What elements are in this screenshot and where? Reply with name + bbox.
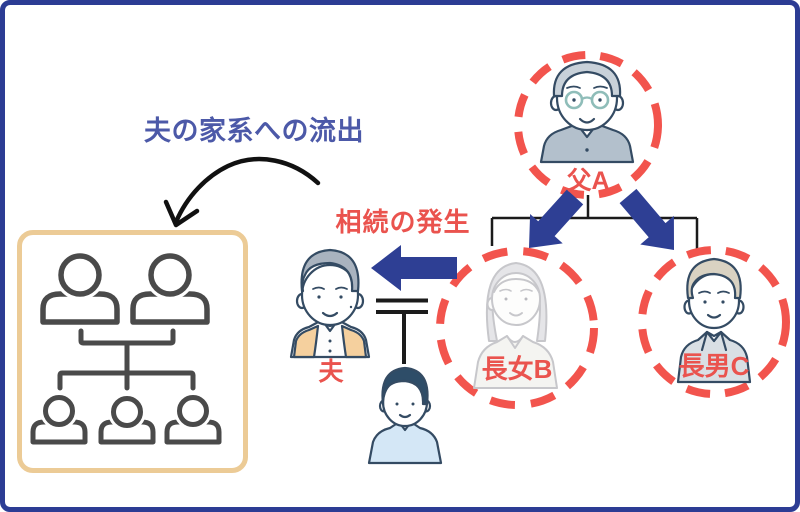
parent-head <box>58 253 102 297</box>
child-head <box>111 396 143 428</box>
tree-lines <box>57 328 196 391</box>
marriage-connector-lines <box>376 298 428 364</box>
husband-label: 夫 <box>318 358 344 386</box>
father-figure <box>539 60 635 164</box>
son-figure <box>676 257 752 384</box>
son-label: 長男C <box>678 351 750 381</box>
parent-body <box>130 291 210 325</box>
outflow-title: 夫の家系への流出 <box>144 116 364 146</box>
husband-family-box <box>17 230 248 473</box>
son-highlight-circle <box>638 246 790 398</box>
daughter-highlight-circle <box>436 247 598 409</box>
arrow-left-icon <box>371 245 457 291</box>
parent-body <box>40 291 120 325</box>
child-head <box>177 395 209 427</box>
grandson-figure <box>367 366 443 465</box>
father-label: 父A <box>566 167 610 195</box>
father-connector-lines <box>490 195 699 249</box>
father-highlight-circle <box>514 51 662 199</box>
child-head <box>43 395 75 427</box>
arrow-down-left-icon <box>529 189 584 248</box>
inheritance-caption: 相続の発生 <box>335 207 471 237</box>
curved-arrow-icon <box>163 156 321 228</box>
husband-figure <box>289 248 371 359</box>
daughter-label: 長女B <box>481 354 553 384</box>
arrow-down-right-icon <box>619 188 674 250</box>
family-tree-icon <box>30 250 222 445</box>
parent-head <box>148 253 192 297</box>
daughter-figure <box>473 262 558 389</box>
